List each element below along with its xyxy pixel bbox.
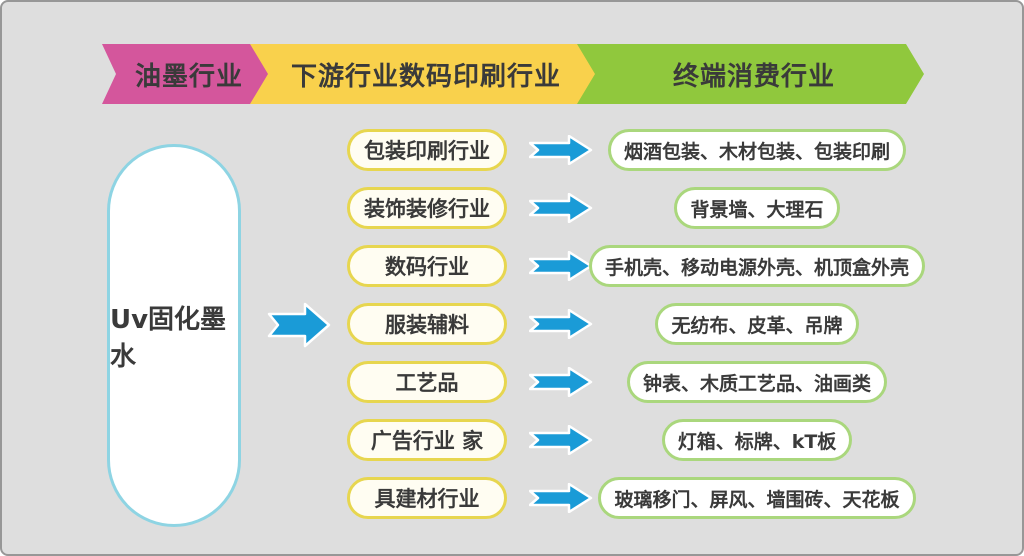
banner-ink-industry-label: 油墨行业 [134,61,243,92]
right-arrow-icon [529,367,593,397]
uv-ink-capsule-label: Uv固化墨水 [110,304,227,372]
application-box: 烟酒包装、木材包装、包装印刷 [607,129,906,171]
industry-label: 具建材行业 [374,487,480,511]
right-arrow-icon [529,425,593,455]
uv-ink-capsule: Uv固化墨水 [107,144,241,527]
application-box: 手机壳、移动电源外壳、机顶盒外壳 [589,245,926,287]
right-arrow-icon [529,251,593,281]
application-label: 钟表、木质工艺品、油画类 [642,372,871,395]
industry-label: 包装印刷行业 [364,139,490,163]
flow-row: 广告行业 家 灯箱、标牌、kT板 [2,419,1022,461]
application-box: 钟表、木质工艺品、油画类 [626,361,887,403]
application-zone: 灯箱、标牌、kT板 [598,419,916,461]
flow-row: 工艺品 钟表、木质工艺品、油画类 [2,361,1022,403]
application-box: 灯箱、标牌、kT板 [661,419,853,461]
flow-rows: 包装印刷行业 烟酒包装、木材包装、包装印刷 装饰装修行业 背景墙、大理石 [2,129,1022,535]
application-label: 烟酒包装、木材包装、包装印刷 [623,140,890,163]
application-label: 手机壳、移动电源外壳、机顶盒外壳 [605,256,910,279]
industry-box: 装饰装修行业 [347,187,507,229]
industry-label: 数码行业 [385,255,469,279]
application-box: 玻璃移门、屏风、墙围砖、天花板 [598,477,916,519]
flow-row: 包装印刷行业 烟酒包装、木材包装、包装印刷 [2,129,1022,171]
flow-row: 数码行业 手机壳、移动电源外壳、机顶盒外壳 [2,245,1022,287]
application-zone: 玻璃移门、屏风、墙围砖、天花板 [598,477,916,519]
banner-downstream-digital-printing: 下游行业数码印刷行业 [249,44,595,104]
industry-box: 广告行业 家 [347,419,507,461]
flow-row: 具建材行业 玻璃移门、屏风、墙围砖、天花板 [2,477,1022,519]
industry-box: 数码行业 [347,245,507,287]
application-label: 玻璃移门、屏风、墙围砖、天花板 [614,488,900,511]
application-box: 无纺布、皮革、吊牌 [655,303,859,345]
right-arrow-large-icon [267,302,331,348]
flow-row: 服装辅料 无纺布、皮革、吊牌 [2,303,1022,345]
application-box: 背景墙、大理石 [674,187,840,229]
application-label: 无纺布、皮革、吊牌 [671,314,843,337]
right-arrow-icon [529,309,593,339]
industry-box: 具建材行业 [347,477,507,519]
right-arrow-icon [529,135,593,165]
application-zone: 无纺布、皮革、吊牌 [598,303,916,345]
flow-row: 装饰装修行业 背景墙、大理石 [2,187,1022,229]
application-zone: 钟表、木质工艺品、油画类 [598,361,916,403]
banner-end-consumer-label: 终端消费行业 [672,61,835,92]
banner-ink-industry: 油墨行业 [102,44,268,104]
application-label: 灯箱、标牌、kT板 [677,430,837,453]
industry-label: 装饰装修行业 [364,197,490,221]
industry-box: 包装印刷行业 [347,129,507,171]
industry-box: 工艺品 [347,361,507,403]
industry-box: 服装辅料 [347,303,507,345]
application-zone: 烟酒包装、木材包装、包装印刷 [598,129,916,171]
banner-end-consumer: 终端消费行业 [576,44,924,104]
right-arrow-icon [529,193,593,223]
banner-downstream-digital-printing-label: 下游行业数码印刷行业 [290,61,561,92]
industry-label: 工艺品 [395,371,459,395]
industry-label: 服装辅料 [385,313,469,337]
industry-label: 广告行业 家 [370,429,484,453]
application-label: 背景墙、大理石 [690,198,824,221]
application-zone: 背景墙、大理石 [598,187,916,229]
application-zone: 手机壳、移动电源外壳、机顶盒外壳 [589,245,926,287]
right-arrow-icon [529,483,593,513]
